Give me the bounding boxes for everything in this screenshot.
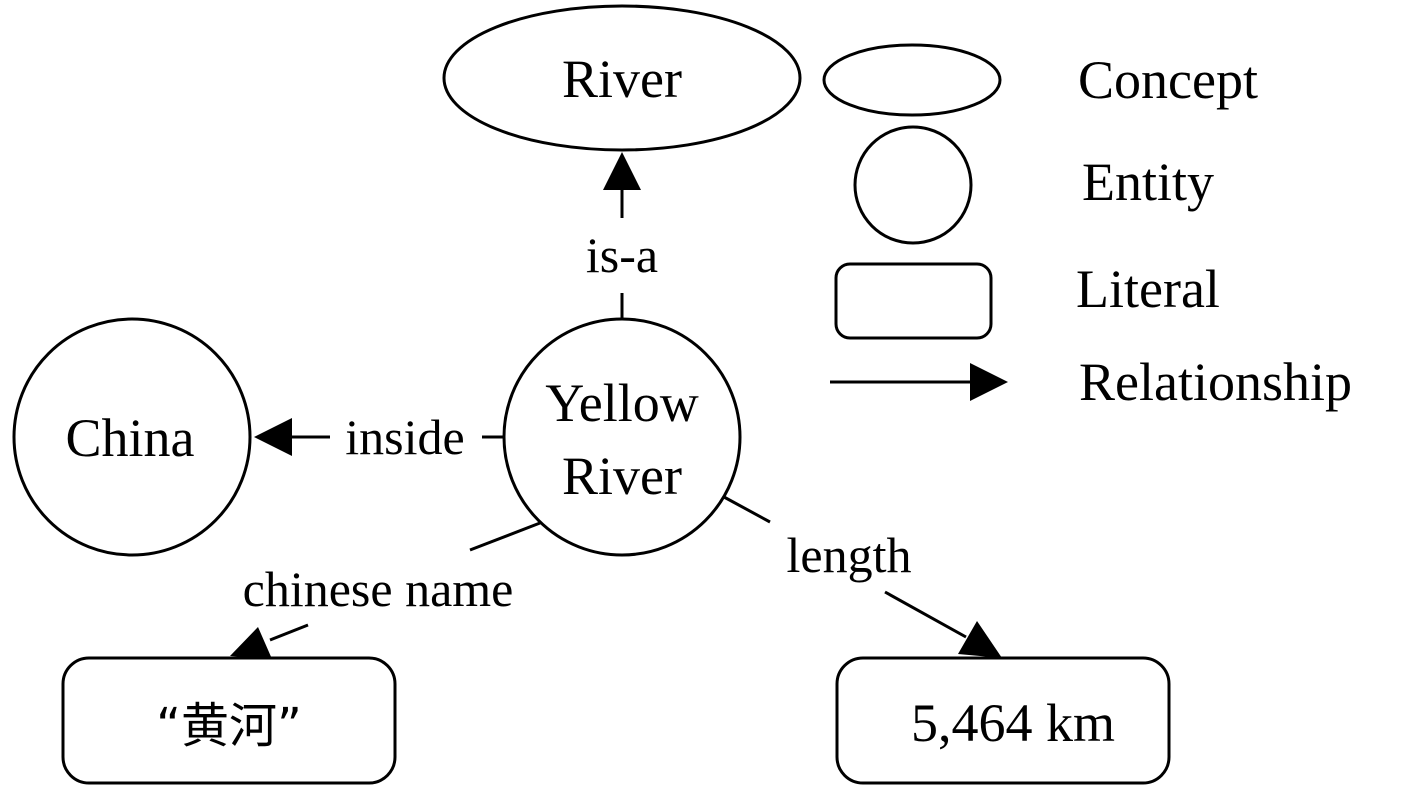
arrowhead-chinese-name: [230, 627, 272, 659]
legend-relationship-label: Relationship: [1079, 352, 1352, 412]
edge-is-a: is-a: [586, 152, 658, 322]
edge-label-is-a: is-a: [586, 227, 658, 283]
legend-item-concept: Concept: [822, 43, 1258, 117]
entity-node-yellow-river: Yellow River: [502, 317, 742, 557]
edge-length: length: [723, 495, 1002, 658]
literal-node-chinese-name: “黄河”: [61, 656, 397, 785]
legend-literal-label: Literal: [1076, 259, 1220, 319]
legend-entity-label: Entity: [1082, 152, 1214, 212]
edge-inside: inside: [254, 409, 504, 465]
entity-node-china-label: China: [66, 408, 195, 468]
concept-node-river-label: River: [562, 49, 682, 109]
arrowhead-inside: [254, 418, 292, 456]
concept-node-river: River: [442, 4, 802, 152]
edge-label-inside: inside: [345, 409, 464, 465]
legend-item-relationship: Relationship: [830, 352, 1352, 412]
legend-entity-shape: [853, 125, 973, 245]
edge-chinese-name: chinese name: [230, 521, 541, 659]
arrowhead-is-a: [603, 152, 641, 190]
entity-node-china: China: [12, 317, 252, 557]
legend-concept-label: Concept: [1078, 50, 1258, 110]
literal-node-length: 5,464 km: [835, 656, 1171, 785]
legend-item-literal: Literal: [834, 259, 1220, 340]
arrowhead-length: [958, 621, 1002, 658]
legend-concept-shape: [822, 43, 1002, 117]
legend: Concept Entity Literal Relationship: [822, 43, 1352, 412]
entity-node-yellow-river-label-line2: River: [562, 446, 682, 506]
edge-label-length: length: [787, 527, 912, 583]
literal-node-length-label: 5,464 km: [911, 693, 1115, 753]
legend-relationship-arrowhead: [970, 363, 1008, 401]
legend-literal-shape: [834, 262, 993, 340]
entity-node-yellow-river-label-line1: Yellow: [545, 373, 699, 433]
edge-label-chinese-name: chinese name: [243, 561, 514, 617]
legend-item-entity: Entity: [853, 125, 1214, 245]
literal-node-chinese-name-label: “黄河”: [156, 698, 302, 754]
